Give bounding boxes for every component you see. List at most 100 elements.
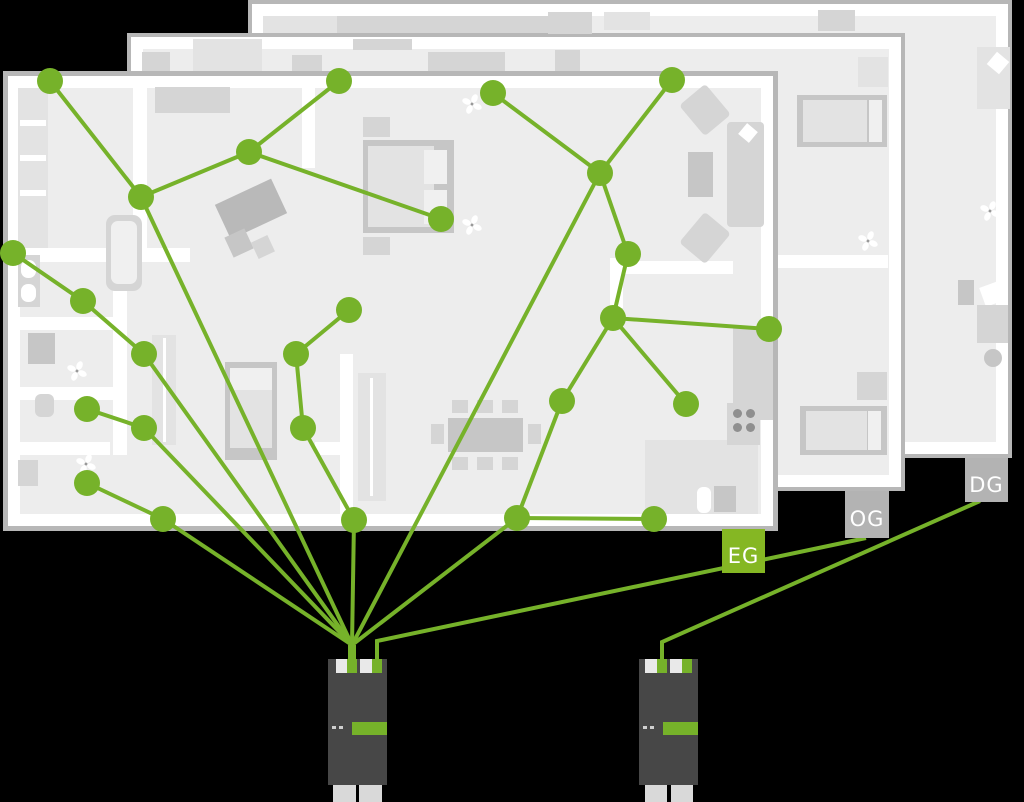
wire-to-og-badge: [375, 536, 867, 662]
sink: [21, 284, 36, 302]
bed-mattress: [803, 100, 867, 142]
ceiling-fan-icon: [858, 231, 878, 251]
wall: [18, 442, 110, 455]
nightstand: [857, 372, 887, 400]
network-node-b: [326, 68, 352, 94]
floor-badge-eg: EG: [722, 529, 765, 573]
desk-chair: [984, 349, 1002, 367]
tree-homerun-line: [350, 519, 356, 646]
wall: [340, 354, 353, 515]
network-node-c: [236, 139, 262, 165]
network-node-i: [131, 341, 157, 367]
network-node-f: [428, 206, 454, 232]
tree-extension-left-din-foot: [359, 785, 382, 802]
cabinet: [428, 52, 505, 71]
tree-extension-left-led: [339, 726, 343, 729]
bed-pillow: [869, 100, 882, 142]
chair: [528, 424, 541, 444]
tree-homerun-line: [350, 516, 519, 647]
tree-homerun-line: [142, 426, 354, 647]
network-node-h: [70, 288, 96, 314]
tree-extension-left-connector-tab: [360, 659, 372, 673]
cabinet: [604, 12, 650, 30]
nightstand: [363, 237, 390, 255]
network-node-p: [600, 305, 626, 331]
network-node-l4: [150, 506, 176, 532]
burner: [733, 423, 742, 432]
wall: [18, 317, 117, 330]
bathtub-inner: [111, 221, 137, 284]
network-node-u: [341, 507, 367, 533]
sink: [697, 487, 711, 513]
network-node-r: [549, 388, 575, 414]
tree-branch-edge: [598, 172, 630, 255]
wall: [612, 261, 733, 274]
tree-branch-edge: [515, 400, 564, 519]
tree-extension-left-connector-tab: [347, 659, 357, 673]
chair: [502, 400, 518, 413]
tree-branch-edge: [516, 516, 655, 521]
tree-branch-edge: [86, 481, 164, 521]
dresser: [155, 87, 230, 113]
network-node-n: [615, 241, 641, 267]
tree-homerun-line: [350, 172, 602, 646]
coffee-table: [688, 152, 713, 197]
ceiling-fan-icon: [462, 215, 482, 235]
wall: [315, 442, 353, 455]
tree-branch-edge: [48, 79, 143, 199]
cabinet: [353, 39, 412, 50]
chair: [452, 400, 468, 413]
network-node-k2: [290, 415, 316, 441]
network-node-e: [480, 80, 506, 106]
tree-branch-edge: [301, 427, 356, 521]
floor-badge-dg: DG: [965, 458, 1008, 502]
cabinet: [142, 52, 170, 71]
tree-extension-left-connector-tab: [372, 659, 382, 673]
tree-homerun-line: [142, 352, 354, 647]
cabinet: [548, 12, 592, 34]
tree-extension-right-connector-tab: [645, 659, 657, 673]
tree-extension-left-green-stripe: [352, 722, 387, 735]
closet: [18, 88, 48, 248]
tree-extension-right-connector-tab: [682, 659, 692, 673]
cabinet: [555, 50, 580, 71]
tree-branch-edge: [248, 150, 442, 221]
cabinet: [263, 16, 337, 33]
tree-branch-edge: [598, 78, 674, 175]
wall: [778, 255, 888, 268]
ceiling-fan-icon: [462, 94, 482, 114]
tree-branch-edge: [560, 316, 615, 403]
network-node-d: [128, 184, 154, 210]
network-node-q: [756, 316, 782, 342]
closet: [858, 57, 888, 87]
tree-extension-right-connector-tab: [657, 659, 667, 673]
closet-slit: [163, 338, 166, 442]
tree-extension-right-green-stripe: [663, 722, 698, 735]
tree-extension-right-led: [650, 726, 654, 729]
network-node-s: [673, 391, 699, 417]
network-node-l2: [131, 415, 157, 441]
network-node-k: [283, 341, 309, 367]
tree-extension-right-led: [643, 726, 647, 729]
tree-extension-left-led: [332, 726, 336, 729]
tree-homerun-line: [161, 517, 354, 647]
floor-badge-og: OG: [845, 491, 889, 538]
network-node-m: [587, 160, 613, 186]
chair: [452, 457, 468, 470]
burner: [733, 409, 742, 418]
chair: [431, 424, 444, 444]
toilet: [35, 394, 54, 417]
cabinet: [193, 39, 262, 71]
cabinet: [337, 16, 550, 33]
tree-branch-edge: [11, 251, 85, 303]
closet-slit: [20, 190, 46, 196]
tree-branch-edge: [140, 150, 250, 199]
bed-pillow: [424, 150, 447, 184]
tree-branch-edge: [81, 299, 146, 356]
shelf: [958, 280, 974, 305]
network-node-g: [0, 240, 26, 266]
tree-branch-edge: [611, 316, 688, 406]
network-node-l3: [74, 470, 100, 496]
